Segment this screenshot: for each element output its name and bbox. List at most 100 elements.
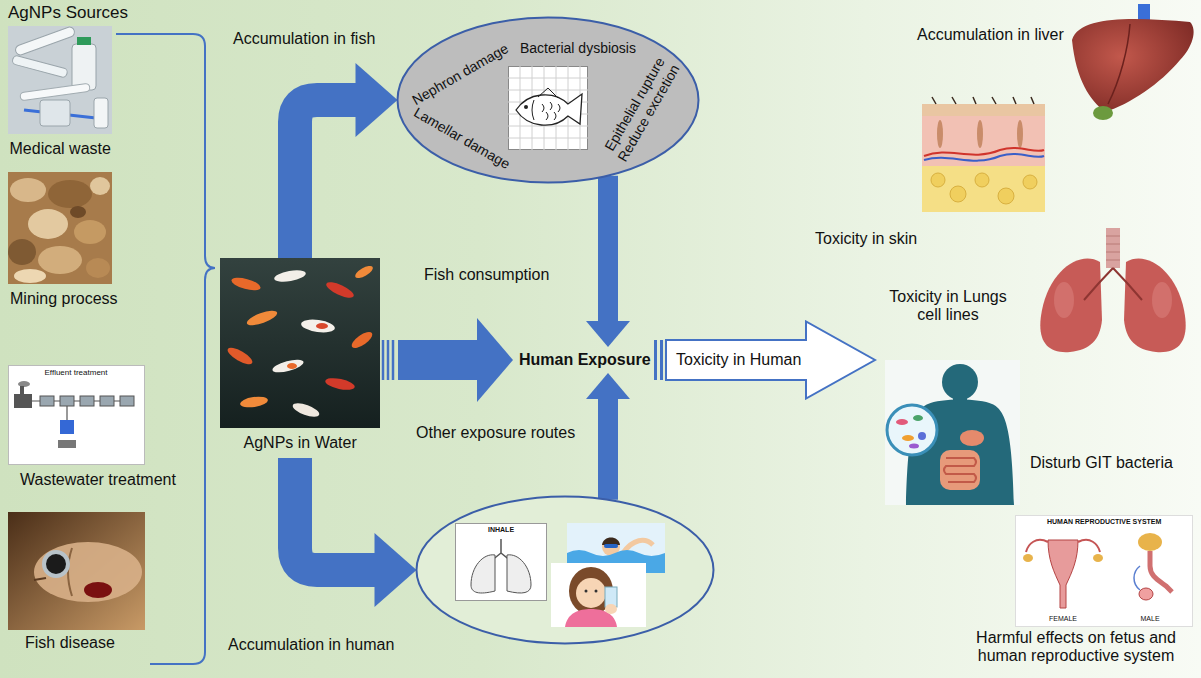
block-arrow [383,318,513,402]
fish-picture [508,66,588,150]
node-text: Human Exposure [519,351,651,369]
swimmer-picture [602,538,620,546]
node-text: Harmful effects on fetus and human repro… [958,629,1194,666]
human-body-picture [918,432,926,440]
skin-picture [931,173,945,187]
wastewater-picture [9,366,145,465]
fish-disease-picture [34,542,142,602]
mining-picture [74,220,106,244]
inhale-picture [471,555,495,593]
lungs-picture [1124,259,1186,353]
ellipse-outline [398,18,699,183]
edge-label: Other exposure routes [416,424,575,442]
mining-picture [90,177,110,195]
human-body-picture [913,415,923,421]
fish-disease-picture [34,578,46,580]
mining-picture [14,269,46,283]
medical-waste-picture [94,98,108,128]
block-arrow [295,458,417,607]
liver-picture [1093,106,1113,120]
organ-picture: Toxicity in Lungs cell lines [1030,226,1196,358]
wastewater-picture [40,396,54,406]
lungs-picture [1054,282,1074,318]
ellipse-outline [417,497,714,644]
organ-picture: HUMAN REPRODUCTIVE SYSTEMFEMALEMALEHarmf… [1015,515,1193,627]
edge-label: Accumulation in fish [233,30,375,48]
liver-picture [1072,4,1194,120]
pond-picture [225,345,254,368]
edge-label: Fish consumption [424,266,549,284]
fish-picture [508,66,588,150]
medical-waste-picture [77,37,91,45]
skin-picture [922,166,1045,212]
node-text: Mining process [10,290,118,308]
skin-picture [932,97,1034,104]
organ-picture: Accumulation in liver [1068,4,1195,122]
wastewater-picture [60,420,74,434]
node-text: Accumulation in liver [917,26,1064,44]
lungs-picture [1106,228,1120,268]
wastewater-picture [66,406,67,420]
routes-ellipse: INHALE [415,495,715,645]
wastewater-picture [100,396,114,406]
wastewater-picture [58,440,76,448]
node-text: Disturb GIT bacteria [1030,454,1173,472]
lungs-picture [1084,268,1142,300]
effects-ellipse: Nephron damageBacterial dysbiosisLamella… [396,16,700,184]
skin-picture [924,154,1044,161]
human-body-picture [902,435,914,441]
mining-picture [48,180,92,208]
drinking-girl-picture [605,604,617,614]
node-text: Fish disease [25,634,115,652]
reproductive-picture [1016,516,1193,627]
wastewater-picture [80,396,94,406]
reproductive-picture [1016,516,1193,627]
mining-picture [8,239,36,265]
skin-picture [977,120,983,148]
drinking-girl-picture [595,590,598,593]
source-picture: Effluent treatmentWastewater treatment [8,365,145,465]
pond-picture [287,363,297,369]
human-body-picture [942,364,978,400]
arrow-shaft [598,176,618,322]
node-text: AgNPs in Water [244,434,357,452]
medical-waste-picture [14,26,76,57]
source-picture: Medical waste [8,26,112,134]
lungs-picture [1152,282,1172,318]
organ-picture: Disturb GIT bacteria [885,360,1020,505]
node-text: Bacterial dysbiosis [520,40,636,56]
pond-picture [271,357,304,375]
human-body-picture [909,444,919,449]
reproductive-picture [1134,566,1140,590]
skin-picture [922,116,1045,166]
human-body-picture [960,430,984,446]
pond-picture [324,376,355,392]
arrow-tail-bar [660,340,663,380]
node-text: HUMAN REPRODUCTIVE SYSTEM [1047,518,1161,526]
inhale-picture [455,523,547,601]
edge-label: Accumulation in human [228,636,394,654]
arrow-shaft [295,458,376,570]
human-body-picture [896,419,908,425]
node-text: Toxicity in Lungs cell lines [878,288,1018,325]
node-text: MALE [1141,615,1160,623]
mining-picture [8,172,112,284]
reproductive-picture [1023,554,1033,562]
pond-picture [291,401,321,420]
node-text: Toxicity in skin [815,230,917,248]
fish-disease-picture [84,582,112,598]
inhale-picture [456,524,547,601]
mining-picture [28,209,68,239]
wastewater-picture [120,396,134,406]
block-arrow [586,176,630,347]
wastewater-picture [14,394,32,408]
arrow-head [586,373,630,399]
node-text: Medical waste [10,140,111,158]
pond-picture [245,308,278,328]
arrow-shaft [598,398,618,500]
skin-picture [1023,175,1037,189]
skin-picture [1017,120,1023,148]
source-picture: Fish disease [8,512,145,630]
wastewater-picture [60,396,74,406]
